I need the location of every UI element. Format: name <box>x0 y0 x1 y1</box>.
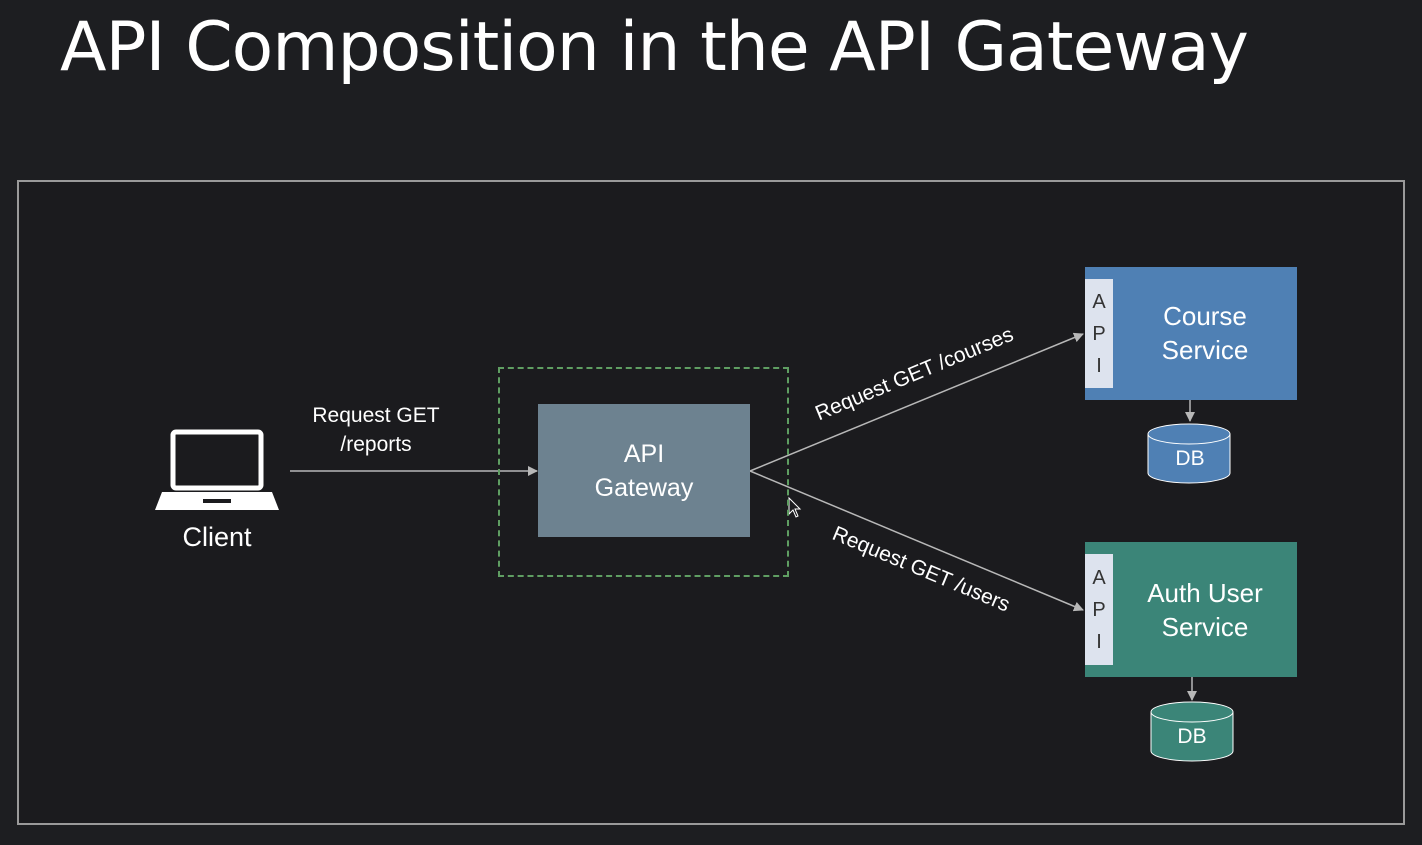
laptop-icon <box>155 429 279 510</box>
auth-db-cylinder <box>1150 701 1234 762</box>
course-api-letter-a: A <box>1092 290 1106 313</box>
cursor-icon <box>788 496 802 518</box>
auth-service-line1: Auth User <box>1147 578 1263 608</box>
auth-api-letter-a: A <box>1092 566 1106 589</box>
gateway-boundary <box>498 367 789 577</box>
api-gateway-box: API Gateway <box>538 404 750 537</box>
page-title: API Composition in the API Gateway <box>60 8 1249 87</box>
course-db-label: DB <box>1175 447 1205 470</box>
course-api-letter-p: P <box>1092 322 1106 345</box>
gateway-line2: Gateway <box>594 473 694 502</box>
auth-service-line2: Service <box>1161 612 1249 642</box>
client-request-line2: /reports <box>340 433 412 456</box>
gateway-to-auth-arrow <box>749 470 1084 612</box>
course-api-letter-i: I <box>1096 354 1102 377</box>
course-service-box: A P I Course Service <box>1085 267 1297 400</box>
course-db-cylinder <box>1147 423 1231 484</box>
client-request-label: Request GET /reports <box>296 401 456 459</box>
auth-api-strip: A P I <box>1085 554 1113 665</box>
auth-service-name: Auth User Service <box>1113 576 1297 644</box>
auth-api-letter-i: I <box>1096 630 1102 653</box>
gateway-to-course-arrow <box>749 332 1084 472</box>
client-request-line1: Request GET <box>312 404 440 427</box>
auth-api-letter-p: P <box>1092 598 1106 621</box>
auth-user-service-box: A P I Auth User Service <box>1085 542 1297 677</box>
client-label: Client <box>182 522 252 552</box>
course-service-line1: Course <box>1163 301 1247 331</box>
course-service-name: Course Service <box>1113 299 1297 367</box>
auth-db-label: DB <box>1177 725 1207 748</box>
course-api-strip: A P I <box>1085 279 1113 388</box>
gateway-line1: API <box>623 439 665 468</box>
course-service-line2: Service <box>1161 335 1249 365</box>
